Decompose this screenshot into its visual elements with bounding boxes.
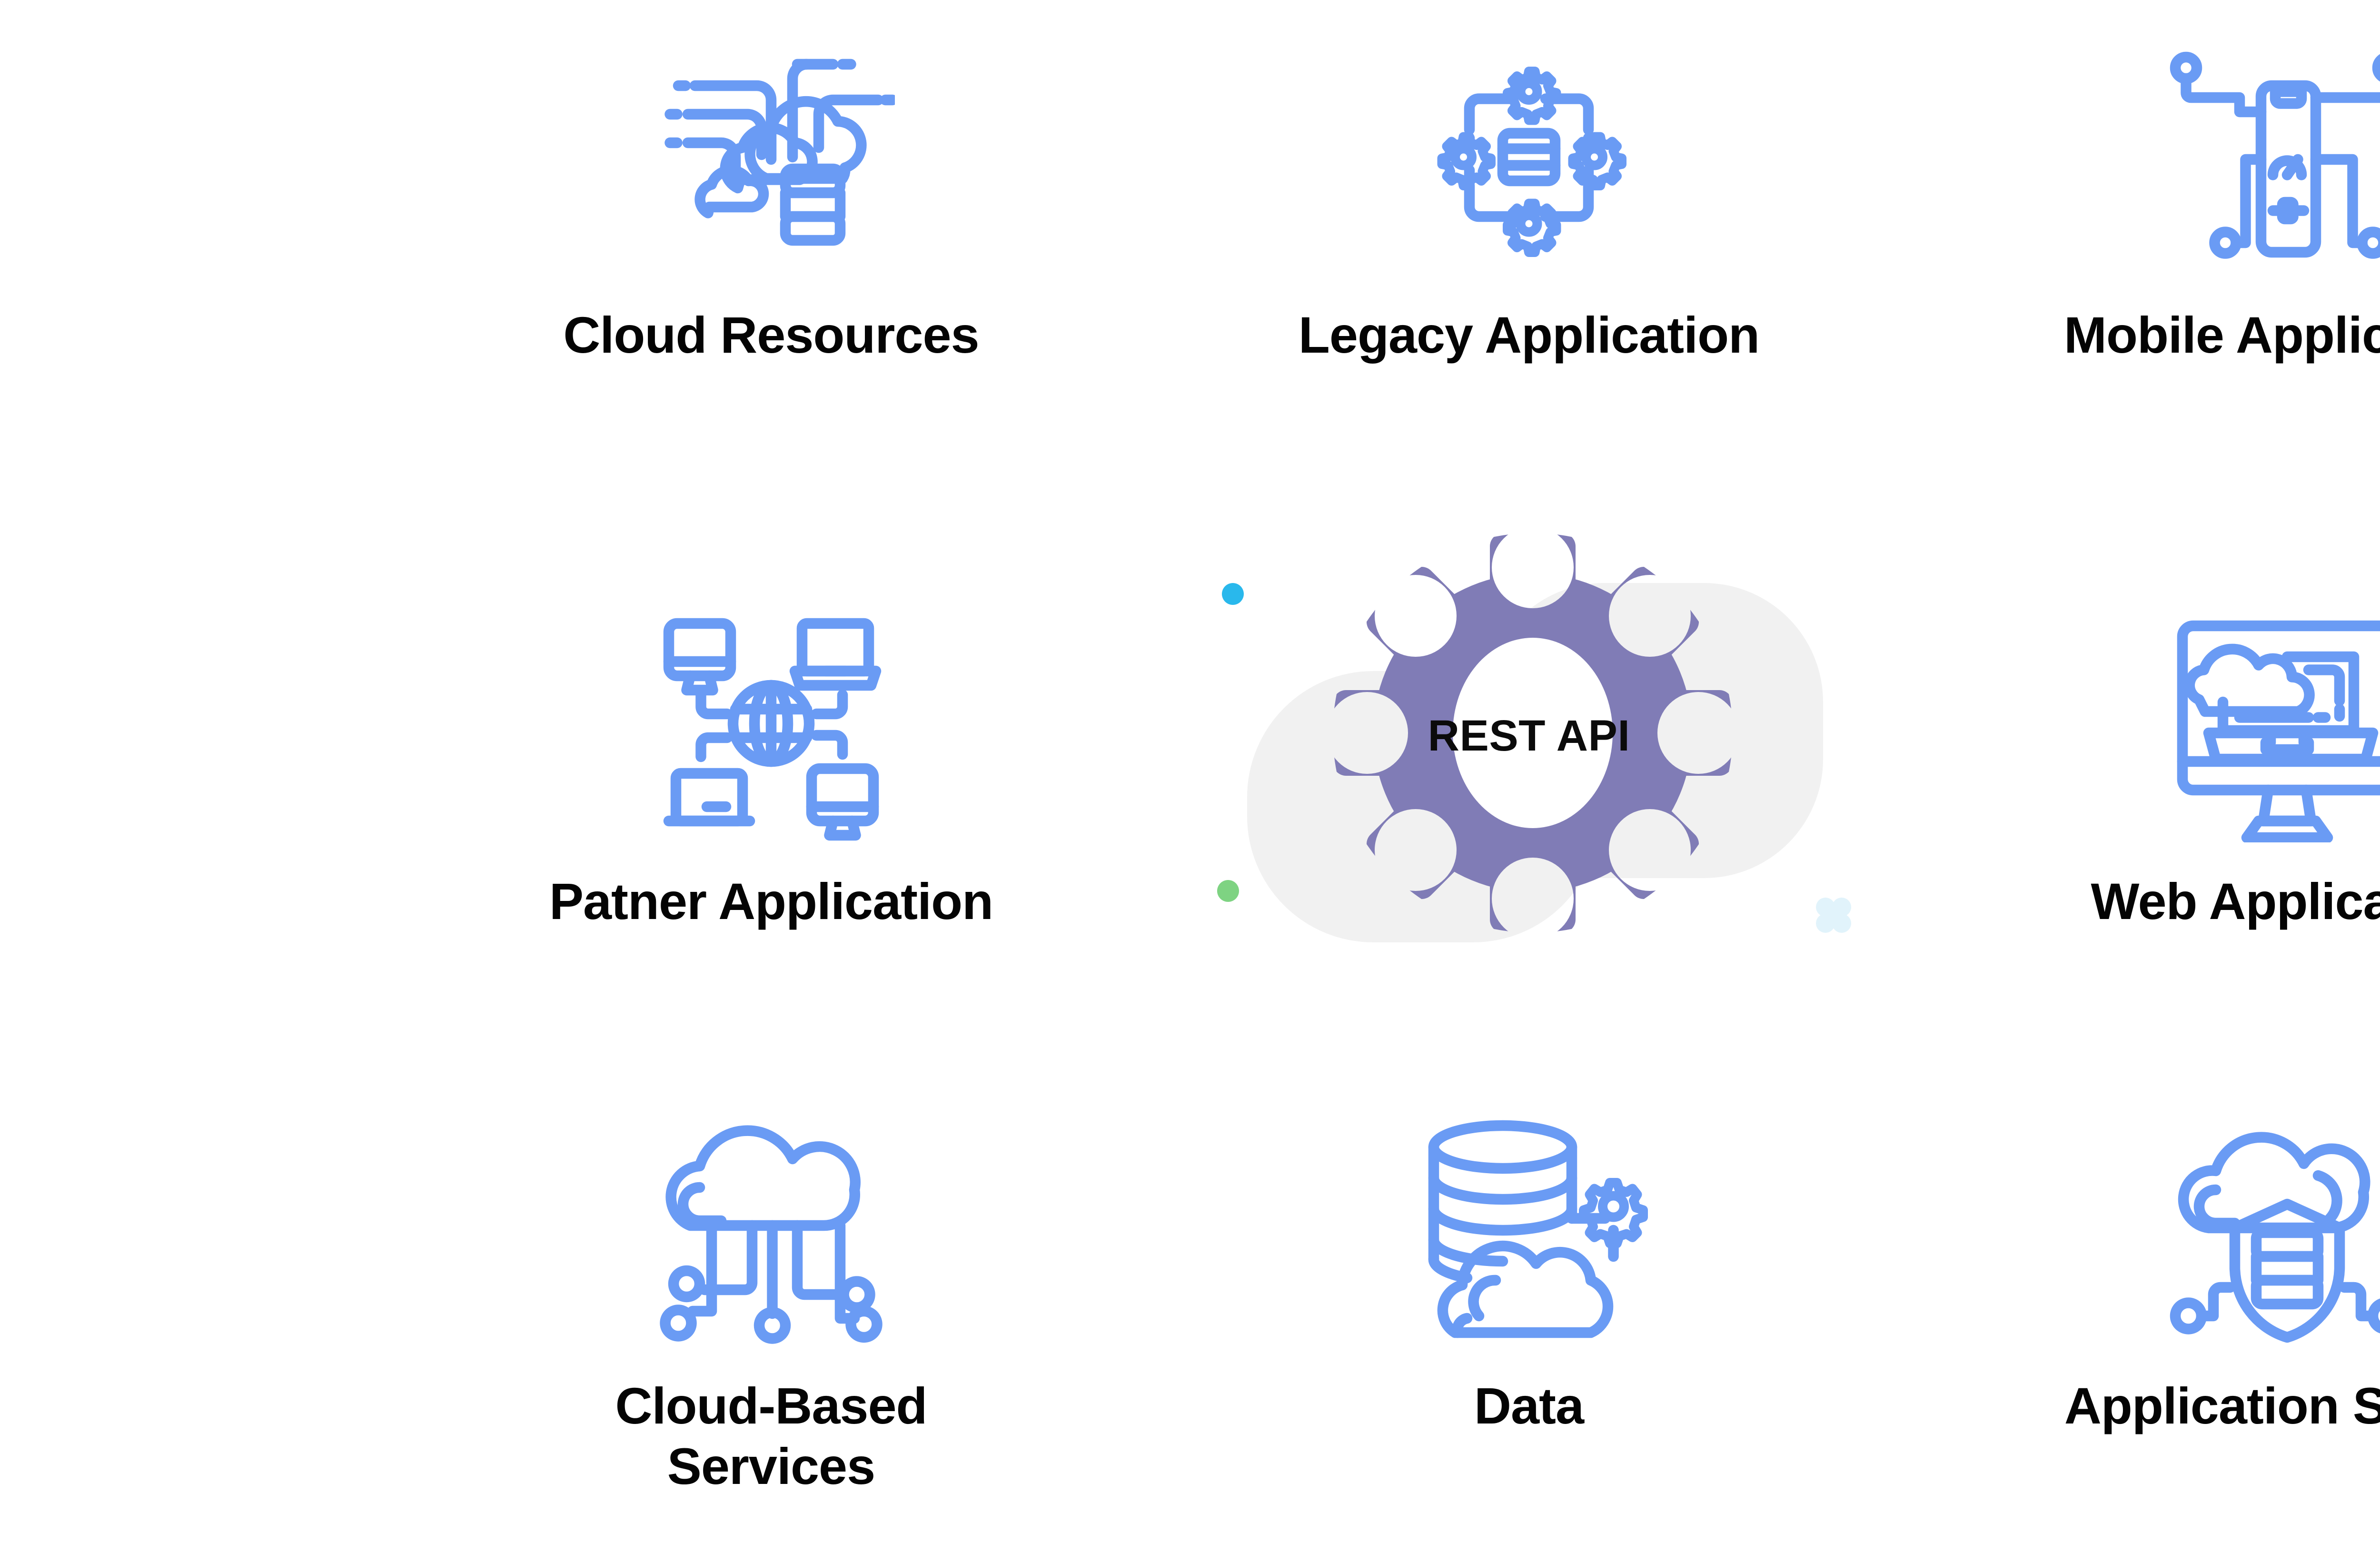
accent-cross-lightblue bbox=[1816, 898, 1851, 933]
node-label: Patner Application bbox=[549, 872, 993, 930]
partner-application-icon bbox=[663, 618, 882, 841]
application-server-icon bbox=[2170, 1132, 2380, 1343]
web-application-icon bbox=[2177, 620, 2380, 842]
node-label: Data bbox=[1474, 1377, 1584, 1434]
node-cloud-based-services: Cloud-Based Services bbox=[438, 1109, 1104, 1497]
cloud-services-icon bbox=[660, 1125, 883, 1344]
accent-dot-green bbox=[1217, 880, 1239, 902]
accent-dot-cyan bbox=[1222, 583, 1244, 605]
node-patner-application: Patner Application bbox=[438, 604, 1104, 931]
node-label: Legacy Application bbox=[1298, 306, 1760, 364]
node-web-application: Web Application bbox=[1954, 604, 2380, 931]
node-data: Data bbox=[1196, 1109, 1862, 1436]
node-label: Application Server bbox=[2064, 1377, 2380, 1434]
node-label: Mobile Application bbox=[2064, 306, 2380, 364]
rest-api-hub: REST API bbox=[1171, 524, 1894, 942]
mobile-application-icon bbox=[2170, 51, 2380, 259]
hub-gear bbox=[1333, 533, 1733, 933]
legacy-application-icon bbox=[1437, 67, 1626, 257]
node-label: Web Application bbox=[2091, 872, 2380, 930]
node-label: Cloud-Based Services bbox=[615, 1377, 927, 1495]
node-cloud-resources: Cloud Resources bbox=[438, 38, 1104, 365]
node-legacy-application: Legacy Application bbox=[1196, 38, 1862, 365]
node-label: Cloud Resources bbox=[563, 306, 979, 364]
cloud-resources-icon bbox=[664, 59, 895, 246]
database-icon bbox=[1428, 1120, 1648, 1338]
node-application-server: Application Server bbox=[1954, 1109, 2380, 1436]
node-mobile-application: Mobile Application bbox=[1954, 38, 2380, 365]
